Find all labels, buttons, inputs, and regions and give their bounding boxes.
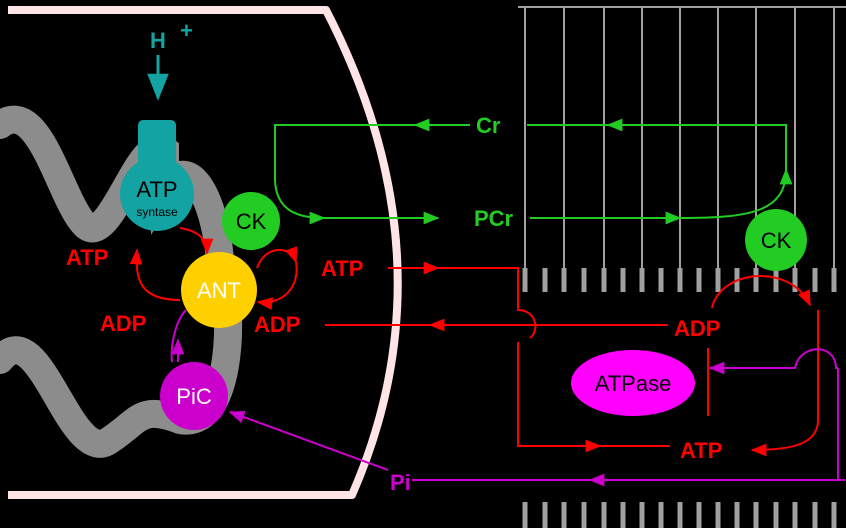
ck-mito-label: CK (236, 209, 267, 234)
myofibril-bands-bottom (522, 502, 837, 528)
ant-node (181, 252, 257, 328)
h-plus-label: H (150, 28, 166, 53)
red-flows (129, 227, 819, 457)
atp-synthase-label: ATP (136, 177, 177, 202)
cr-label: Cr (476, 113, 501, 138)
atpase-node (571, 350, 695, 416)
pi-label: Pi (390, 470, 411, 495)
atp-synthase (120, 157, 194, 231)
adp-right-label: ADP (674, 316, 720, 341)
atp-synthase-stalk (138, 120, 176, 166)
inner-membrane-lower (0, 256, 243, 458)
green-shuttle (274, 118, 793, 225)
ck-cyto-label: CK (761, 228, 792, 253)
myofibril-top (518, 6, 846, 290)
pcr-label: PCr (474, 206, 514, 231)
atp-synthase-sublabel: syntase (136, 205, 178, 219)
atp-right-label: ATP (680, 438, 722, 463)
adp-mid-label: ADP (254, 312, 300, 337)
atp-left-label: ATP (66, 245, 108, 270)
ck-cyto (745, 209, 807, 271)
atpase-label: ATPase (595, 371, 672, 396)
adp-left-label: ADP (100, 311, 146, 336)
pic-label: PiC (176, 384, 212, 409)
mitochondrion-outer-membrane (8, 6, 402, 499)
ant-label: ANT (197, 278, 241, 303)
atp-mid-label: ATP (321, 256, 363, 281)
magenta-flows (170, 309, 845, 487)
h-plus-sign: + (180, 18, 193, 43)
pic-node (160, 362, 228, 430)
ck-mito (222, 192, 280, 250)
myofibril-bands-top (522, 268, 837, 292)
